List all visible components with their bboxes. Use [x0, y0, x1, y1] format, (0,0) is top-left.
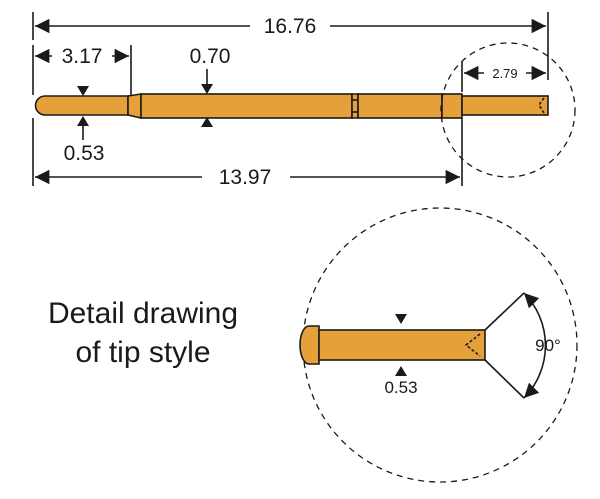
first-section-dimension: 3.17 — [32, 45, 132, 95]
tip-length-dimension: 2.79 — [461, 62, 546, 92]
tip-cone-hidden-line — [538, 97, 545, 114]
detail-angle-arc — [523, 292, 547, 399]
pin-collar — [441, 93, 463, 119]
barrel-length-dimension: 13.97 — [32, 118, 463, 189]
detail-tip-cone — [464, 333, 481, 357]
first-section-label: 3.17 — [62, 45, 103, 68]
detail-tip-view: 90° 0.53 — [299, 292, 561, 399]
tip-diameter-label: 0.53 — [64, 142, 105, 165]
pin-plunger-left — [34, 95, 129, 116]
detail-caption-line2: of tip style — [75, 336, 210, 369]
body-diameter-dimension: 0.70 — [190, 45, 231, 127]
pin-body — [34, 93, 549, 120]
pin-taper — [127, 93, 142, 120]
detail-caption-line1: Detail drawing — [48, 297, 238, 330]
detail-callout-circle — [440, 42, 576, 178]
pin-barrel — [140, 93, 353, 119]
tip-diameter-dimension: 0.53 — [64, 86, 105, 165]
pin-barrel-rear — [357, 93, 443, 119]
body-diameter-label: 0.70 — [190, 45, 231, 68]
detail-tip-diameter-label: 0.53 — [384, 378, 417, 397]
barrel-length-label: 13.97 — [219, 166, 272, 189]
detail-tip-flange — [299, 325, 320, 365]
pin-crimp — [351, 99, 359, 113]
pin-tip — [461, 95, 549, 116]
tip-length-label: 2.79 — [492, 66, 517, 81]
overall-length-label: 16.76 — [264, 15, 317, 38]
overall-length-dimension: 16.76 — [32, 12, 549, 80]
detail-tip-angle-label: 90° — [535, 336, 561, 355]
detail-tip-shaft — [318, 329, 486, 361]
